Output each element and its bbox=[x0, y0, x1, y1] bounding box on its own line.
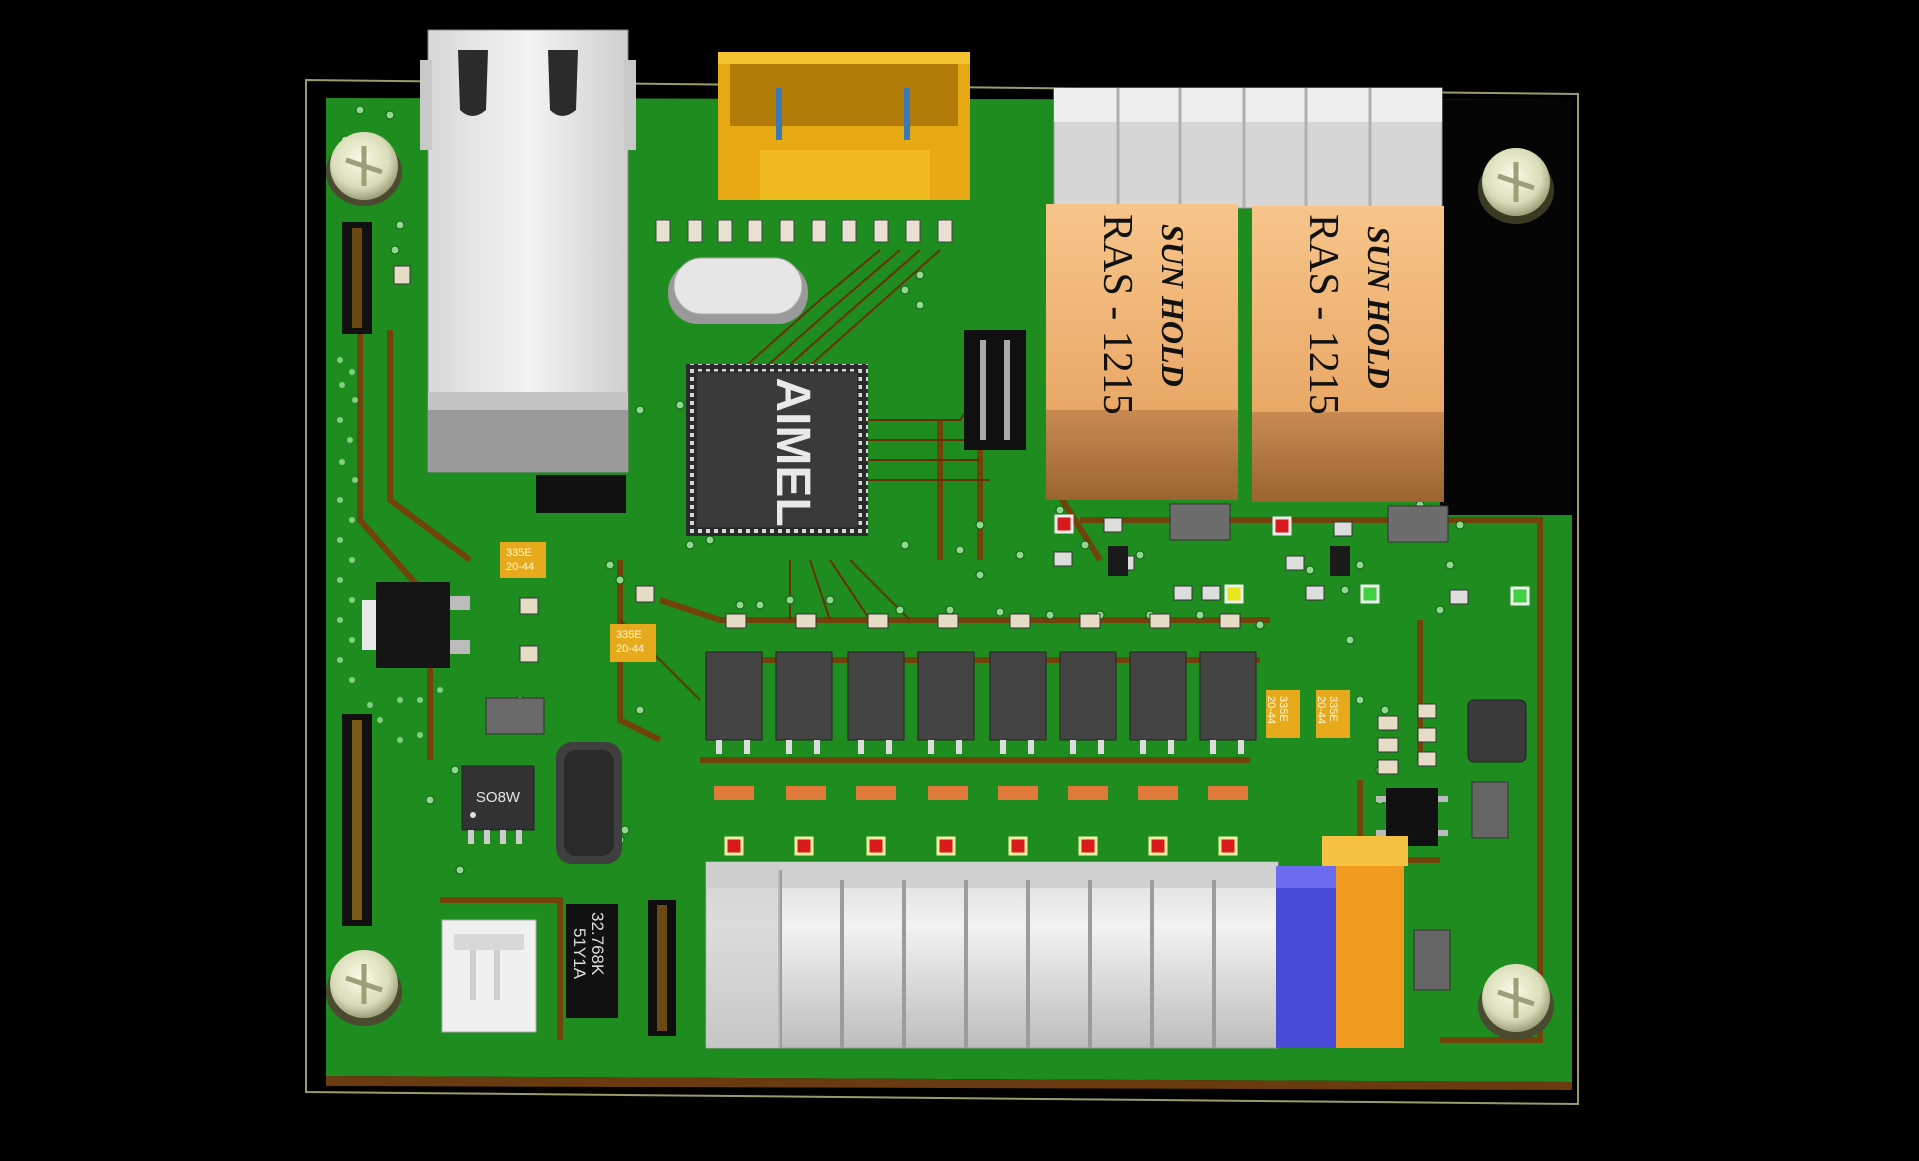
mcu-logo: AIMEL bbox=[766, 377, 819, 526]
reg-side-parts bbox=[393, 265, 655, 663]
smd-diode-left bbox=[485, 697, 545, 735]
mcu-tqfp-chip: AIMEL bbox=[686, 364, 868, 536]
svg-text:335E: 335E bbox=[616, 629, 642, 641]
status-leds bbox=[1054, 514, 1530, 606]
smd-diode-right-2 bbox=[1413, 929, 1451, 991]
relay-1-model: RAS - 1215 bbox=[1094, 214, 1140, 415]
input-resistors bbox=[714, 786, 1248, 800]
svg-text:20-44: 20-44 bbox=[616, 643, 644, 655]
relay-1: SUN HOLD RAS - 1215 bbox=[1046, 204, 1238, 500]
opto-resistors bbox=[725, 613, 1241, 629]
vias bbox=[340, 105, 1465, 875]
right-small-parts bbox=[1377, 703, 1437, 775]
input-leds bbox=[724, 836, 1238, 856]
voltage-regulator bbox=[362, 582, 470, 668]
optocoupler-5 bbox=[989, 651, 1047, 754]
optocoupler-row bbox=[705, 651, 1257, 754]
tantalum-cap-2: 335E 20-44 bbox=[610, 624, 656, 662]
screw-bottom-left-icon bbox=[326, 950, 402, 1026]
svg-text:20-44: 20-44 bbox=[1315, 696, 1327, 724]
tantalum-cap-4: 335E 20-44 bbox=[1315, 690, 1350, 738]
relay-diodes bbox=[1169, 503, 1449, 543]
optocoupler-1 bbox=[705, 651, 763, 754]
left-via-field bbox=[337, 357, 443, 743]
rtc-crystal-line2: 51Y1A bbox=[570, 928, 589, 980]
tantalum-cap-1: 335E 20-44 bbox=[500, 542, 546, 578]
white-terminal-top bbox=[1053, 87, 1443, 209]
optocoupler-4 bbox=[917, 651, 975, 754]
svg-text:335E: 335E bbox=[1327, 696, 1339, 722]
inductor bbox=[556, 742, 622, 864]
smd-diode-right-1 bbox=[1471, 781, 1509, 839]
svg-text:335E: 335E bbox=[1277, 696, 1289, 722]
screw-top-left-icon bbox=[326, 132, 402, 206]
rtc-crystal: 32.768K 51Y1A bbox=[566, 904, 618, 1018]
yellow-header-connector bbox=[718, 52, 970, 200]
optocoupler-2 bbox=[775, 651, 833, 754]
optocoupler-7 bbox=[1129, 651, 1187, 754]
tantalum-cap-3: 335E 20-44 bbox=[1265, 690, 1300, 738]
optocoupler-3 bbox=[847, 651, 905, 754]
white-power-connector bbox=[441, 919, 537, 1033]
resistor-row-top bbox=[655, 219, 953, 243]
power-inductor-right bbox=[1467, 699, 1527, 763]
crystal-hc49 bbox=[668, 257, 808, 324]
relay-1-brand: SUN HOLD bbox=[1155, 224, 1191, 387]
so8w-chip: SO8W bbox=[461, 765, 535, 844]
screw-bottom-right-icon bbox=[1478, 964, 1554, 1040]
terminal-block-main bbox=[705, 836, 1408, 1049]
terminal-block-orange bbox=[1336, 848, 1404, 1048]
smd-small-parts bbox=[1053, 517, 1469, 605]
screw-top-right-icon bbox=[1478, 148, 1554, 224]
relay-2-brand: SUN HOLD bbox=[1361, 226, 1397, 389]
optocoupler-6 bbox=[1059, 651, 1117, 754]
relay-2: SUN HOLD RAS - 1215 bbox=[1252, 206, 1444, 502]
rj45-ethernet-jack bbox=[420, 29, 636, 513]
svg-text:20-44: 20-44 bbox=[506, 561, 534, 573]
jumper-header bbox=[964, 330, 1026, 450]
optocoupler-8 bbox=[1199, 651, 1257, 754]
svg-text:335E: 335E bbox=[506, 547, 532, 559]
svg-text:20-44: 20-44 bbox=[1265, 696, 1277, 724]
relay-2-model: RAS - 1215 bbox=[1300, 214, 1346, 415]
rtc-crystal-line1: 32.768K bbox=[588, 912, 607, 976]
terminal-block-blue bbox=[1276, 866, 1338, 1048]
so8w-label: SO8W bbox=[476, 789, 521, 806]
